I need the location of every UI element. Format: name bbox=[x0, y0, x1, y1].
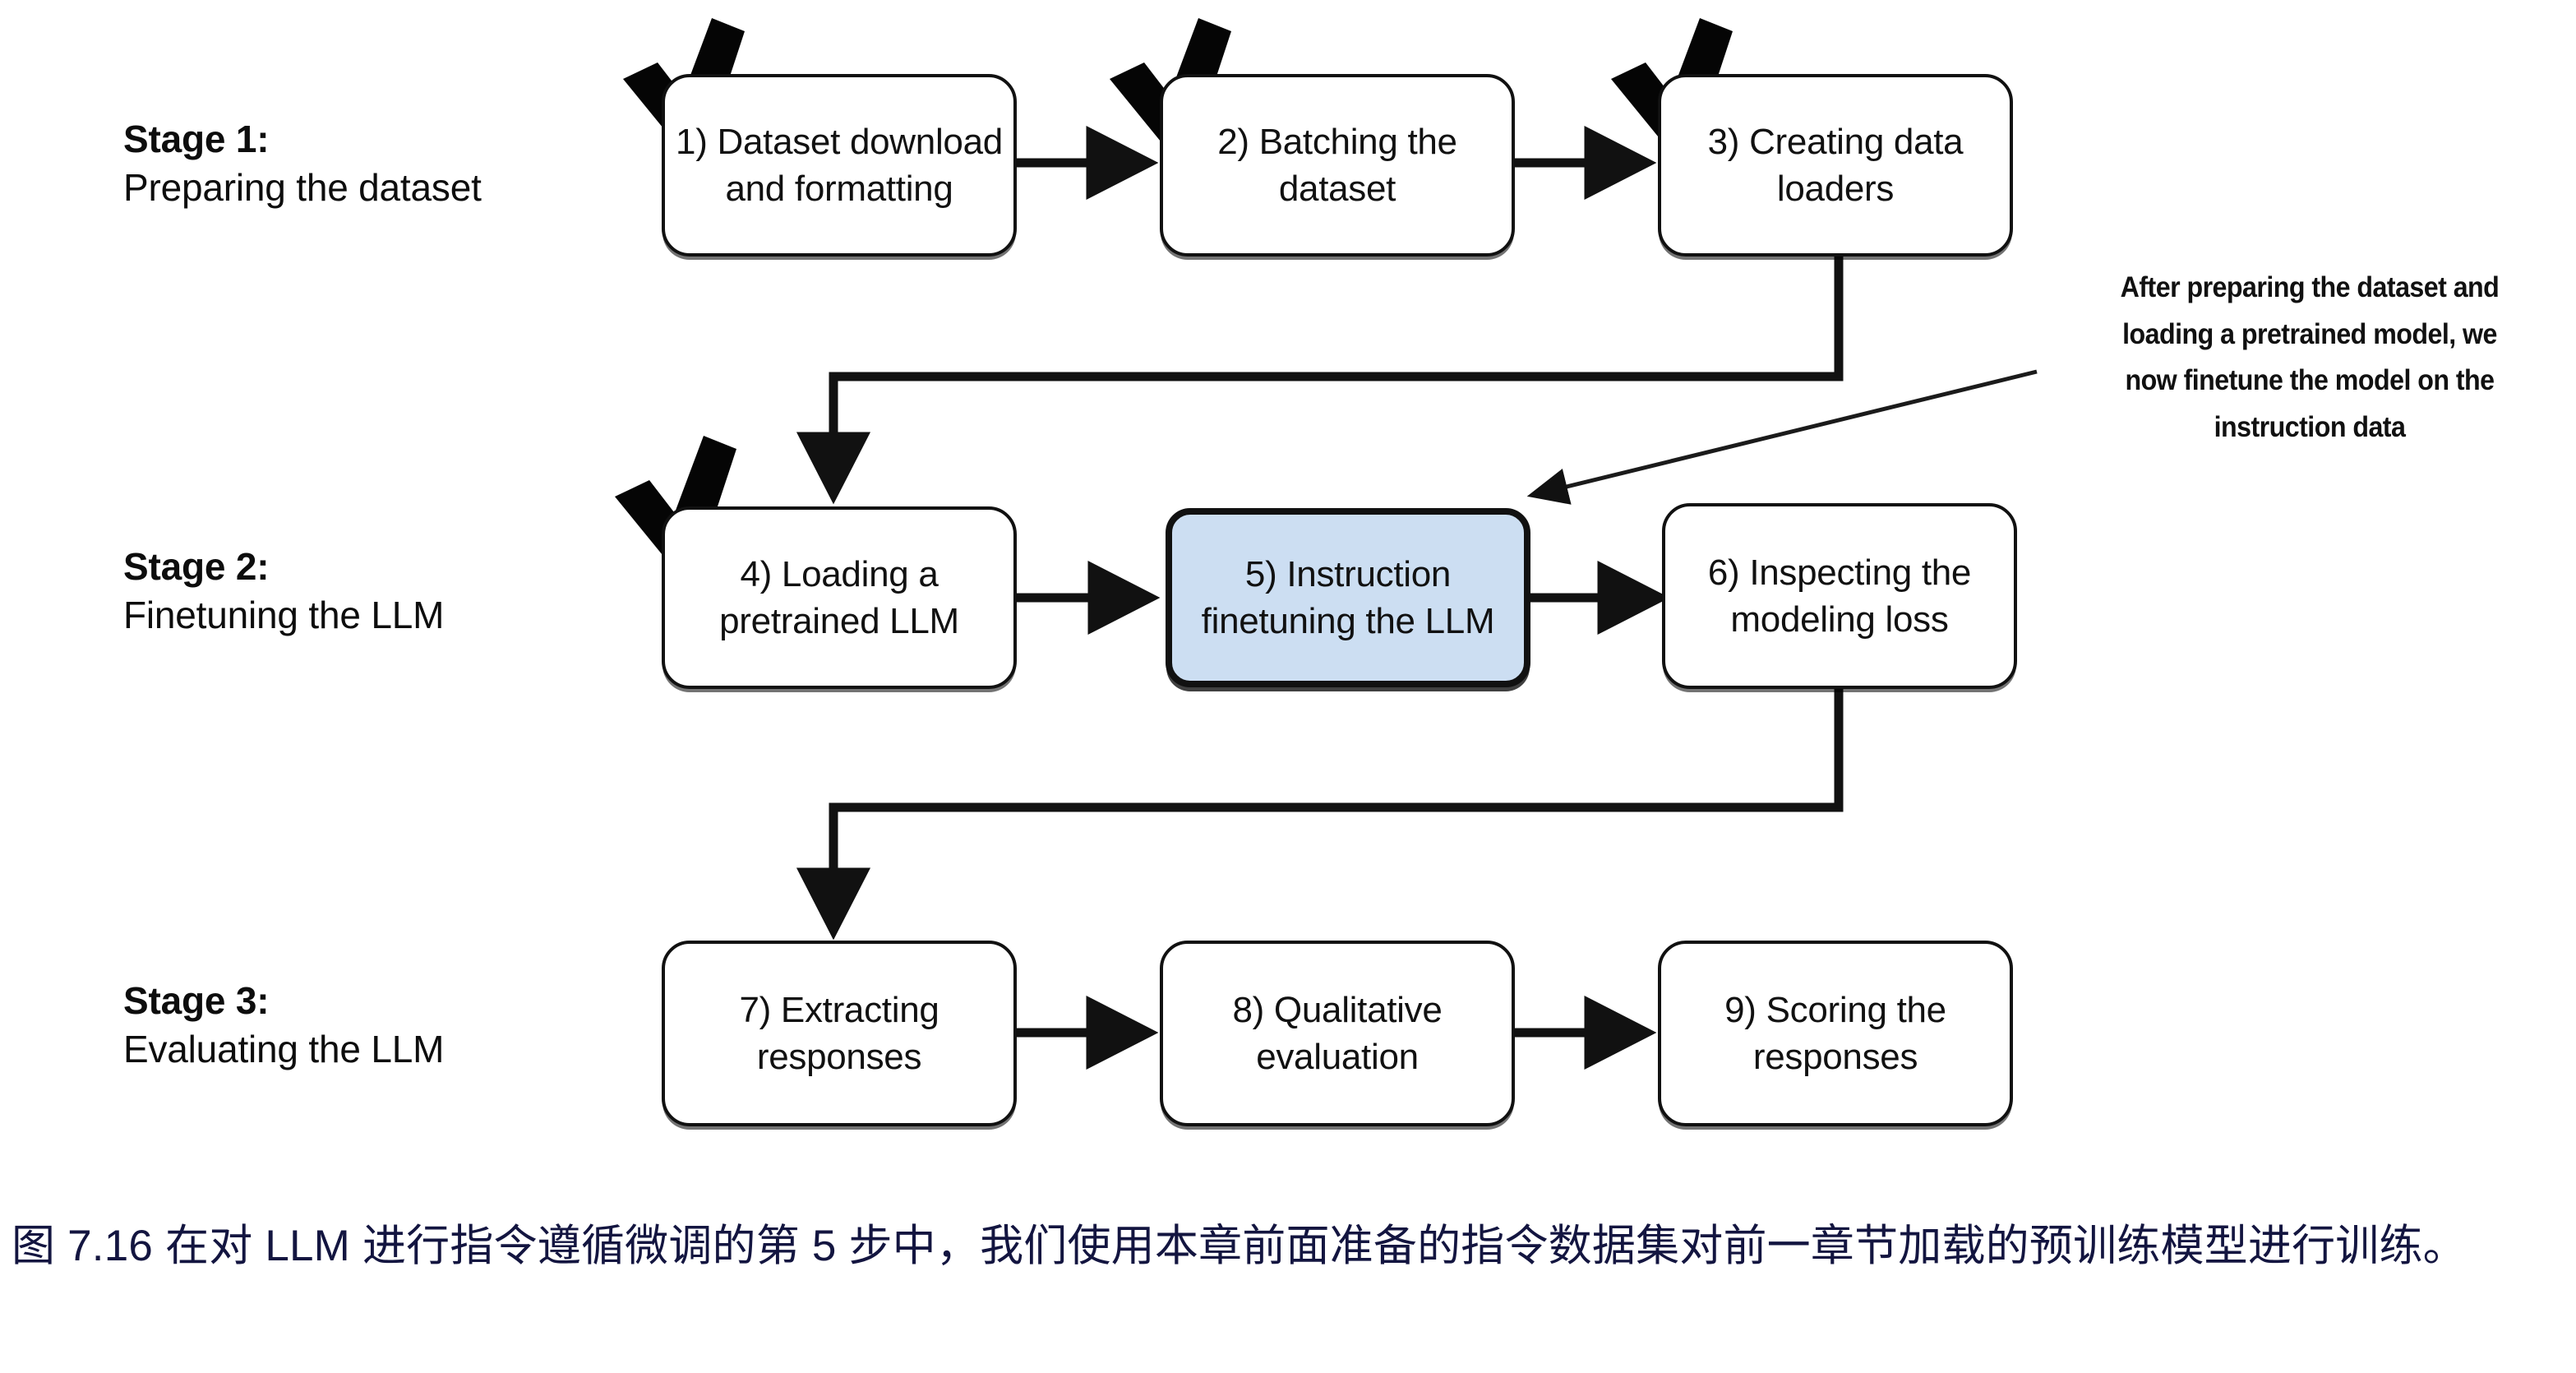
node-instruction-finetuning-the-llm[interactable]: 5) Instruction finetuning the LLM bbox=[1166, 508, 1530, 687]
node-inspecting-the-modeling-loss[interactable]: 6) Inspecting the modeling loss bbox=[1662, 503, 2017, 689]
connector-node6-to-node7 bbox=[796, 687, 1844, 941]
node-9-label: 9) Scoring the responses bbox=[1724, 989, 1946, 1077]
figure-caption: 图 7.16 在对 LLM 进行指令遵循微调的第 5 步中，我们使用本章前面准备… bbox=[12, 1222, 2467, 1270]
annotation-line-4: instruction data bbox=[2214, 411, 2406, 444]
node-2-label: 2) Batching the dataset bbox=[1217, 121, 1457, 209]
node-6-label: 6) Inspecting the modeling loss bbox=[1707, 552, 1972, 640]
node-dataset-download-and-formatting[interactable]: 1) Dataset download and formatting bbox=[662, 74, 1017, 257]
annotation-line-2: loading a pretrained model, we bbox=[2122, 317, 2497, 350]
stage-3-title: Stage 3: bbox=[123, 979, 270, 1022]
stage-3-subtitle: Evaluating the LLM bbox=[123, 1027, 445, 1070]
annotation-leader-line bbox=[1526, 369, 2038, 505]
stage-label-3: Stage 3: Evaluating the LLM bbox=[123, 977, 444, 1074]
stage-2-subtitle: Finetuning the LLM bbox=[123, 593, 445, 636]
stage-label-2: Stage 2: Finetuning the LLM bbox=[123, 543, 444, 640]
annotation-line-3: now finetune the model on the bbox=[2125, 364, 2495, 397]
node-1-label: 1) Dataset download and formatting bbox=[676, 121, 1003, 209]
annotation-callout: After preparing the dataset and loading … bbox=[2075, 265, 2544, 451]
node-4-label: 4) Loading a pretrained LLM bbox=[719, 553, 959, 641]
node-loading-a-pretrained-llm[interactable]: 4) Loading a pretrained LLM bbox=[662, 506, 1017, 689]
stage-1-title: Stage 1: bbox=[123, 118, 270, 160]
node-7-label: 7) Extracting responses bbox=[739, 989, 939, 1077]
node-creating-data-loaders[interactable]: 3) Creating data loaders bbox=[1658, 74, 2013, 257]
connector-node3-to-node4 bbox=[796, 257, 1844, 505]
node-8-label: 8) Qualitative evaluation bbox=[1232, 989, 1443, 1077]
node-scoring-the-responses[interactable]: 9) Scoring the responses bbox=[1658, 941, 2013, 1126]
node-5-label: 5) Instruction finetuning the LLM bbox=[1201, 553, 1495, 641]
stage-2-title: Stage 2: bbox=[123, 545, 270, 588]
node-qualitative-evaluation[interactable]: 8) Qualitative evaluation bbox=[1160, 941, 1515, 1126]
stage-label-1: Stage 1: Preparing the dataset bbox=[123, 115, 482, 212]
node-extracting-responses[interactable]: 7) Extracting responses bbox=[662, 941, 1017, 1126]
node-batching-the-dataset[interactable]: 2) Batching the dataset bbox=[1160, 74, 1515, 257]
node-3-label: 3) Creating data loaders bbox=[1707, 121, 1964, 209]
stage-1-subtitle: Preparing the dataset bbox=[123, 165, 482, 209]
annotation-line-1: After preparing the dataset and bbox=[2120, 271, 2500, 303]
